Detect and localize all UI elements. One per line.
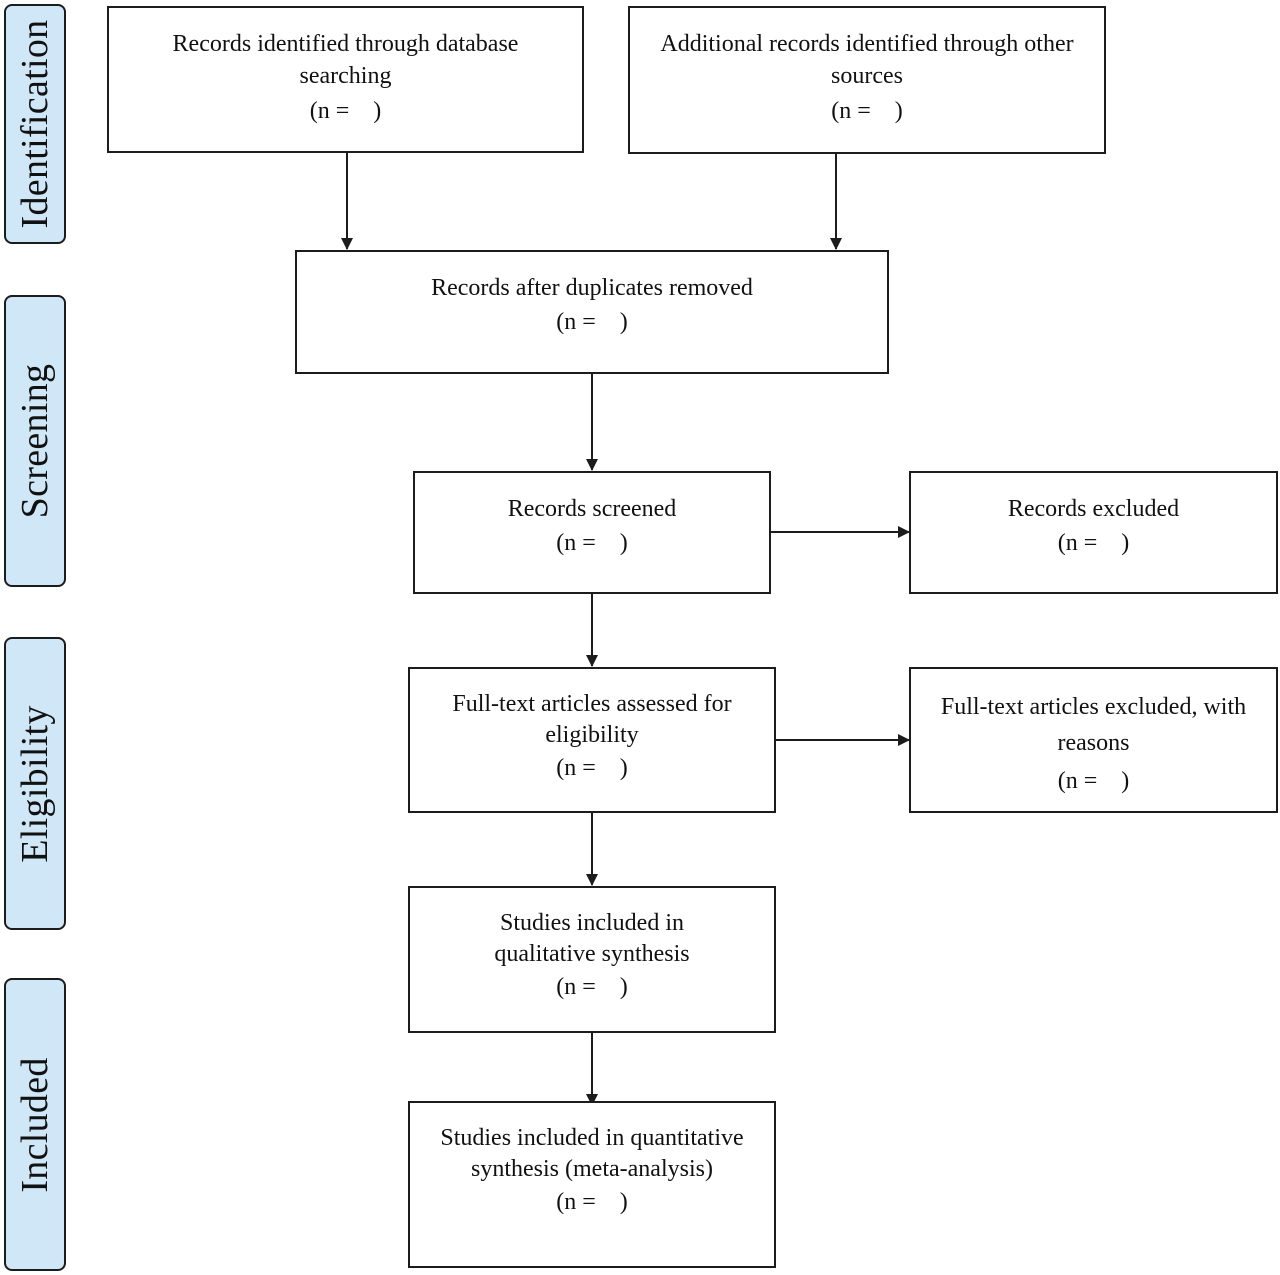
box-other-sources-text: Additional records identified through ot… <box>660 31 1074 90</box>
box-quantitative-synthesis-count: (n = ) <box>556 1189 628 1216</box>
box-fulltext-assessed: Full-text articles assessed for eligibil… <box>408 667 776 813</box>
box-database-search-text: Records identified through database sear… <box>172 31 519 90</box>
phase-identification: Identification <box>4 4 66 244</box>
box-fulltext-assessed-text: Full-text articles assessed for eligibil… <box>452 691 732 749</box>
box-fulltext-assessed-count: (n = ) <box>556 755 628 782</box>
box-records-excluded: Records excluded (n = ) <box>909 471 1278 594</box>
box-qualitative-synthesis-count: (n = ) <box>556 974 628 1001</box>
box-fulltext-excluded: Full-text articles excluded, with reason… <box>909 667 1278 813</box>
phase-eligibility: Eligibility <box>4 637 66 930</box>
box-records-screened-count: (n = ) <box>556 530 628 557</box>
box-records-screened-text: Records screened <box>507 496 677 522</box>
box-fulltext-excluded-text: Full-text articles excluded, with reason… <box>940 694 1247 756</box>
box-database-search: Records identified through database sear… <box>107 6 584 153</box>
box-after-duplicates-text: Records after duplicates removed <box>431 275 753 301</box>
box-records-screened: Records screened (n = ) <box>413 471 771 594</box>
phase-screening: Screening <box>4 295 66 587</box>
box-other-sources-count: (n = ) <box>831 97 903 124</box>
box-after-duplicates-count: (n = ) <box>556 309 628 336</box>
box-quantitative-synthesis: Studies included in quantitative synthes… <box>408 1101 776 1268</box>
box-records-excluded-text: Records excluded <box>1007 496 1180 522</box>
box-quantitative-synthesis-text: Studies included in quantitative synthes… <box>440 1125 744 1183</box>
box-after-duplicates: Records after duplicates removed (n = ) <box>295 250 889 374</box>
box-records-excluded-count: (n = ) <box>1057 530 1130 557</box>
phase-included: Included <box>4 978 66 1271</box>
box-qualitative-synthesis: Studies included in qualitative synthesi… <box>408 886 776 1033</box>
box-other-sources: Additional records identified through ot… <box>628 6 1106 154</box>
box-fulltext-excluded-count: (n = ) <box>1057 768 1130 794</box>
box-qualitative-synthesis-text: Studies included in qualitative synthesi… <box>494 910 690 968</box>
box-database-search-count: (n = ) <box>309 97 382 124</box>
